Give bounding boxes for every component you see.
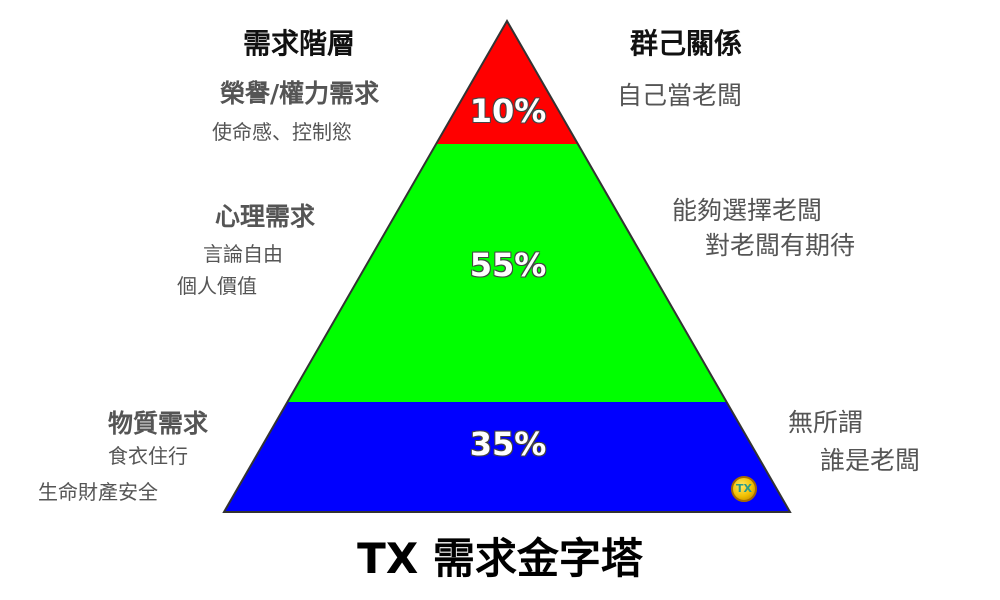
middle-level-detail-2: 個人價值 <box>177 274 257 298</box>
right-column-header: 群己關係 <box>630 27 743 60</box>
top-level-title: 榮譽/權力需求 <box>220 79 380 108</box>
pyramid-outline <box>222 18 792 513</box>
top-level-relation: 自己當老闆 <box>617 81 743 110</box>
bottom-level-title: 物質需求 <box>108 409 209 438</box>
bottom-level-detail-2: 生命財產安全 <box>38 480 158 504</box>
bottom-level-relation-2: 誰是老闆 <box>820 446 921 475</box>
pyramid-middle-segment <box>287 144 727 402</box>
pyramid-bottom-segment <box>224 402 790 512</box>
middle-level-relation-2: 對老闆有期待 <box>705 231 856 260</box>
bottom-percent-label: 35% <box>469 425 547 463</box>
bottom-level-relation-1: 無所謂 <box>788 408 864 437</box>
tx-logo-icon: TX <box>731 476 757 502</box>
left-column-header: 需求階層 <box>243 27 356 60</box>
top-percent-label: 10% <box>469 92 547 130</box>
bottom-level-detail-1: 食衣住行 <box>108 444 188 468</box>
middle-level-detail-1: 言論自由 <box>203 242 283 266</box>
pyramid-top-segment <box>436 21 578 144</box>
top-level-detail: 使命感、控制慾 <box>212 120 352 144</box>
diagram-title: TX 需求金字塔 <box>357 534 643 583</box>
middle-level-relation-1: 能夠選擇老闆 <box>672 196 823 225</box>
middle-percent-label: 55% <box>469 246 547 284</box>
middle-level-title: 心理需求 <box>215 202 316 231</box>
